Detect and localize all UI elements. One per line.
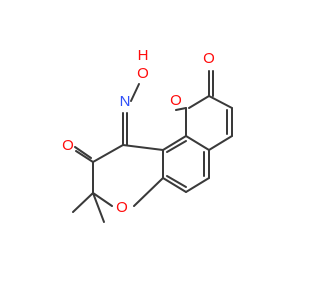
bond-methyl-1 <box>72 192 94 213</box>
bond-c10a-to-ring-o <box>175 107 187 111</box>
molecule-structure: O O O N O H O <box>62 47 233 223</box>
bond-oxime-c-to-c10a <box>122 144 164 151</box>
bond-carbonyl-c-to-c3 <box>208 95 233 109</box>
oxime-nitrogen: N <box>120 93 131 110</box>
bond-c6-to-c6a <box>162 177 187 193</box>
bond-c4a-to-c10b <box>185 135 210 151</box>
bond-c5-to-c6 <box>185 177 210 193</box>
bond-ketone-c-to-o <box>75 150 94 163</box>
bond-ketone-c-to-o-double <box>74 146 92 159</box>
bond-ketone-c-to-oxime-c <box>92 144 124 163</box>
lactone-ring-oxygen: O <box>170 92 182 109</box>
oxime-hydroxyl-hydrogen: H <box>138 47 149 64</box>
structure-canvas: O O O N O H O <box>62 47 233 223</box>
bond-ring-o-to-carbonyl-c <box>188 95 210 109</box>
bond-c4-to-c4a <box>208 135 233 151</box>
bonds <box>72 70 233 223</box>
atom-labels: O O O N O H O <box>62 47 215 216</box>
bond-c6a-to-pyran-o <box>133 177 164 207</box>
bond-c10a-to-c10b <box>162 135 187 151</box>
oxime-hydroxyl-oxygen: O <box>137 65 149 82</box>
bond-pyran-o-to-cme2 <box>92 192 113 207</box>
ketone-oxygen: O <box>62 137 74 154</box>
bond-c6-to-c6a-inner <box>166 175 187 188</box>
bond-methyl-2 <box>92 192 105 223</box>
bond-n-to-oh-o <box>130 83 140 102</box>
lactone-carbonyl-oxygen: O <box>203 50 215 67</box>
bond-c10a-to-c10b-inner <box>166 140 187 153</box>
pyran-ring-oxygen: O <box>116 199 128 216</box>
